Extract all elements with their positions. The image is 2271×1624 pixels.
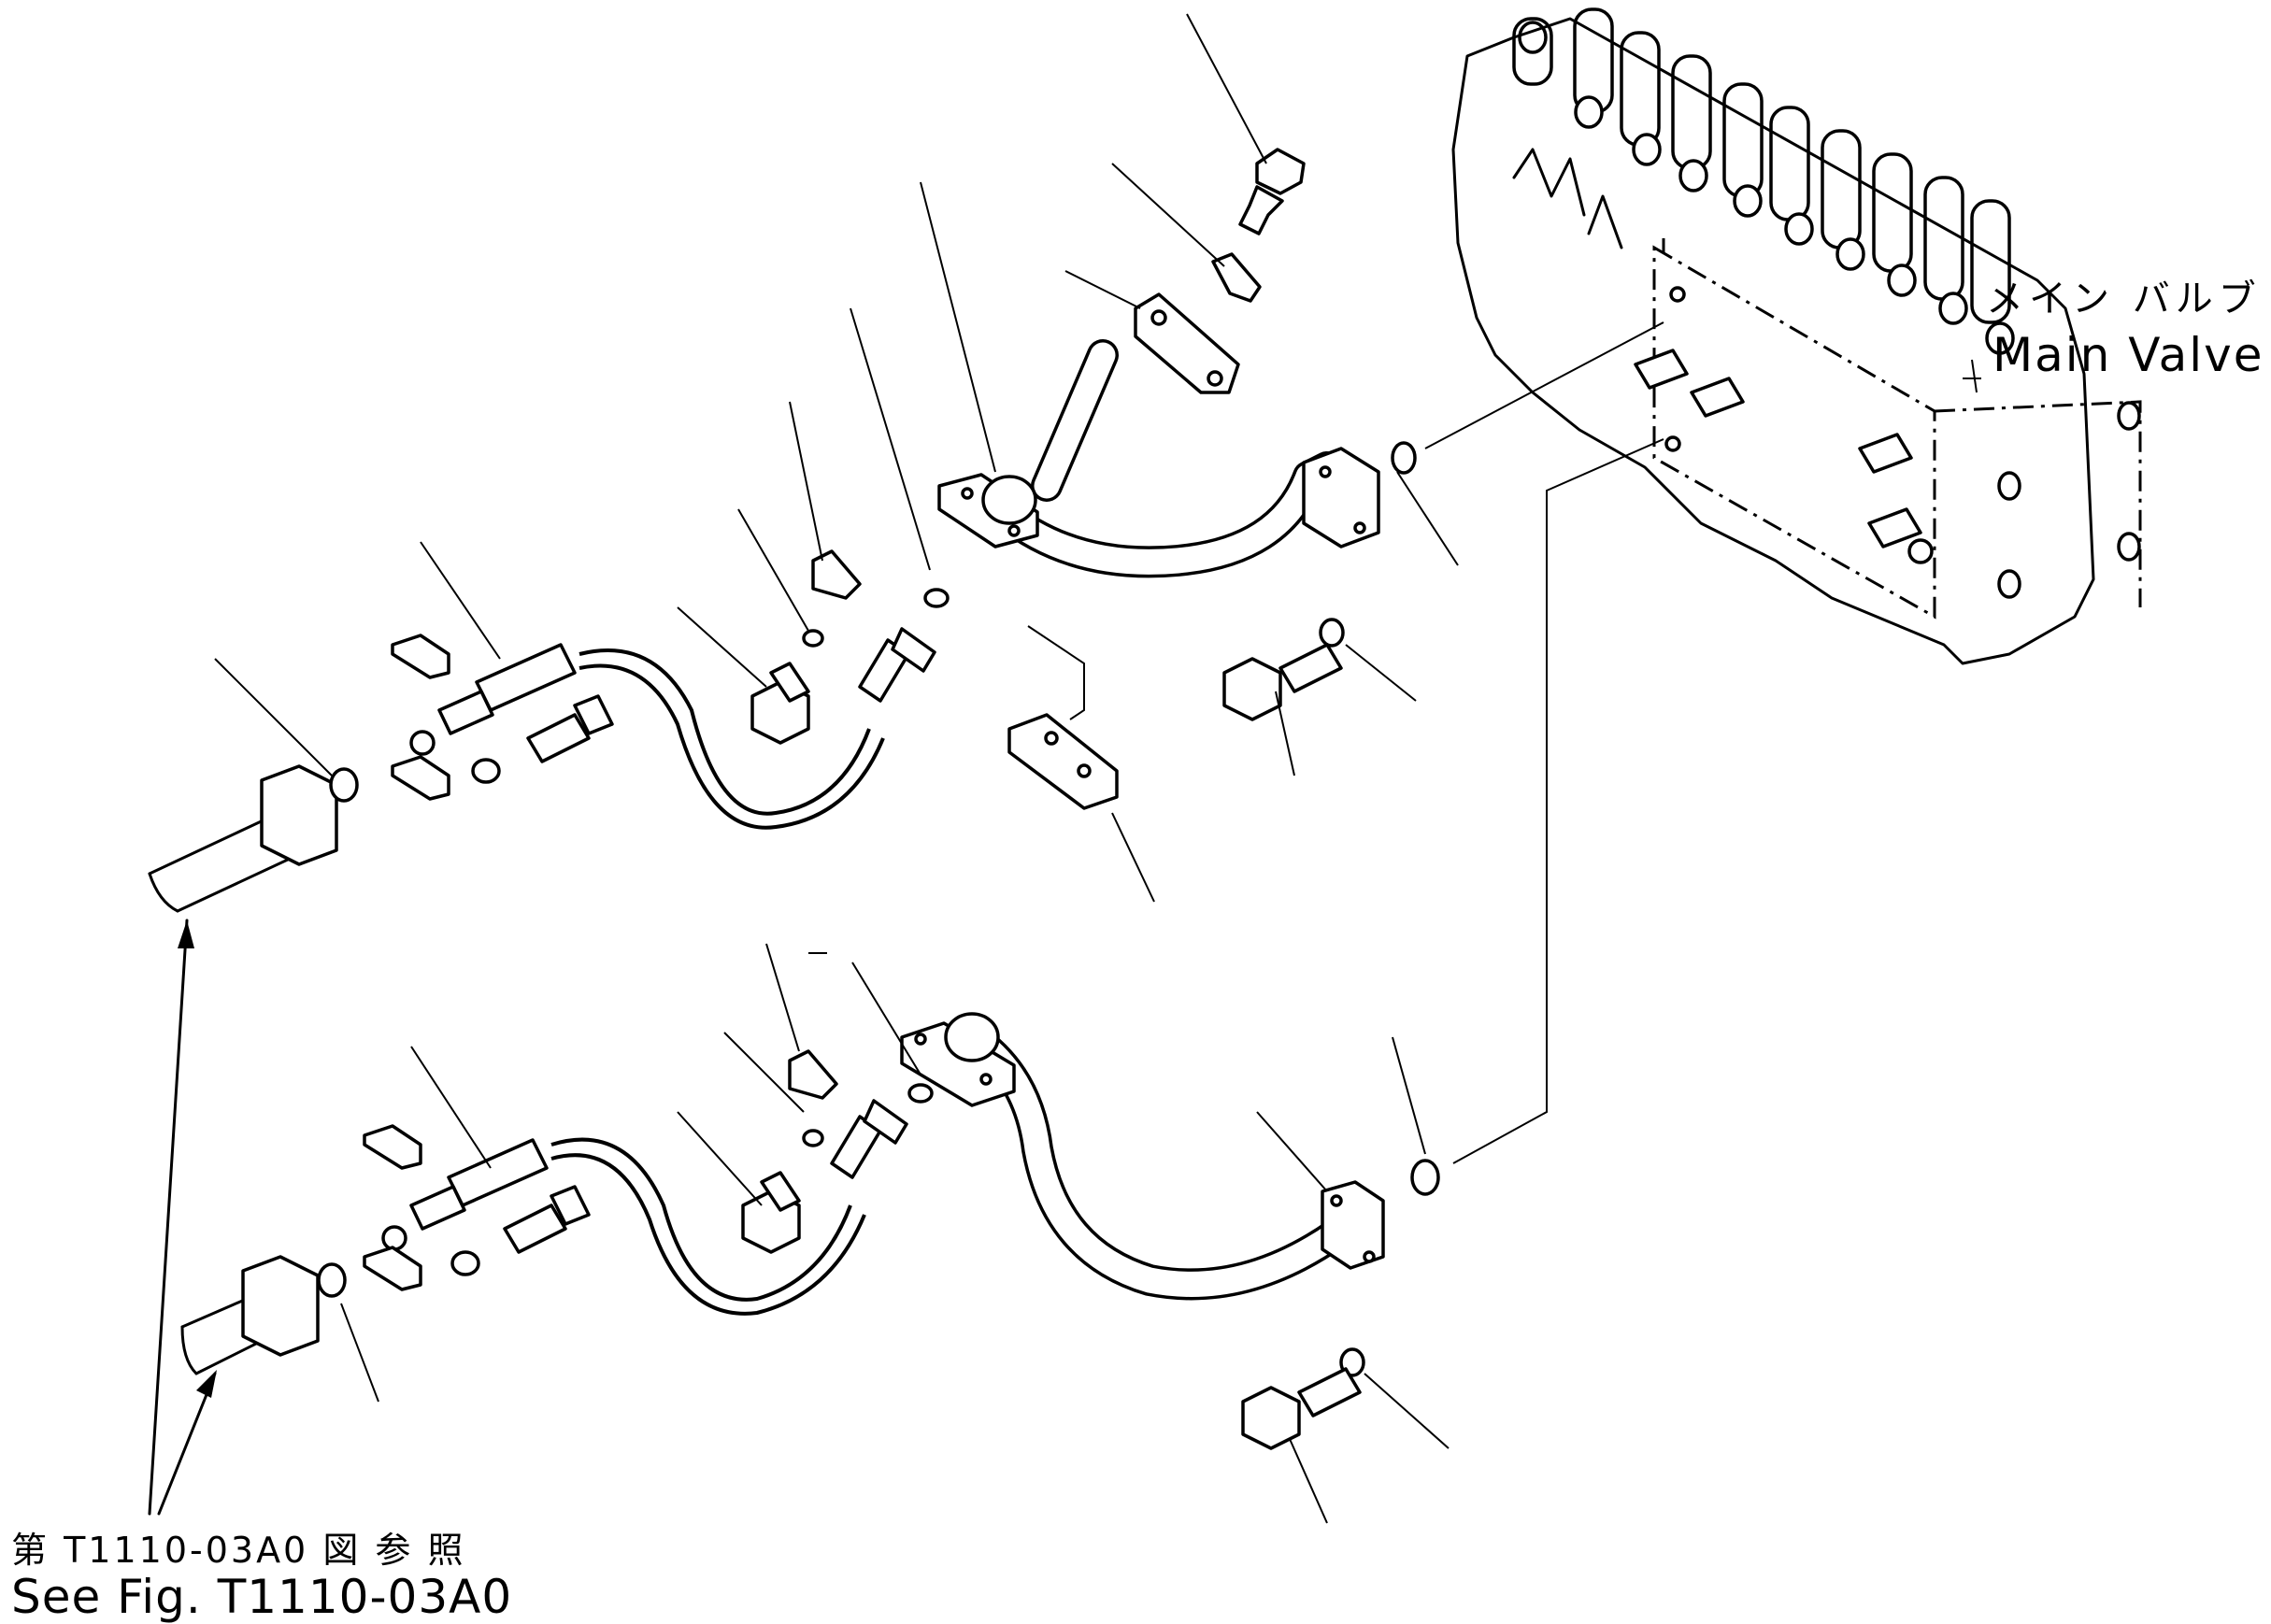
see-figure-label: See Fig. T1110-03A0	[11, 1570, 513, 1624]
see-figure-label-jp: 第 T1110-03A0 図 参 照	[11, 1530, 466, 1571]
lower-pipe-end	[180, 1255, 347, 1375]
upper-pipe-end	[148, 764, 359, 913]
upper-tube-assembly	[937, 148, 1664, 810]
lower-hose	[363, 1049, 934, 1316]
main-valve-body	[1451, 7, 2142, 665]
leader-lines	[214, 13, 1459, 1524]
lower-tube-assembly	[900, 438, 1664, 1450]
reference-arrows	[148, 919, 217, 1516]
valve-label-leader	[1963, 359, 1981, 393]
main-valve-label: Main Valve	[1992, 328, 2264, 382]
upper-hose	[391, 549, 950, 830]
main-valve-label-jp: メイン バルブ	[1986, 278, 2262, 321]
